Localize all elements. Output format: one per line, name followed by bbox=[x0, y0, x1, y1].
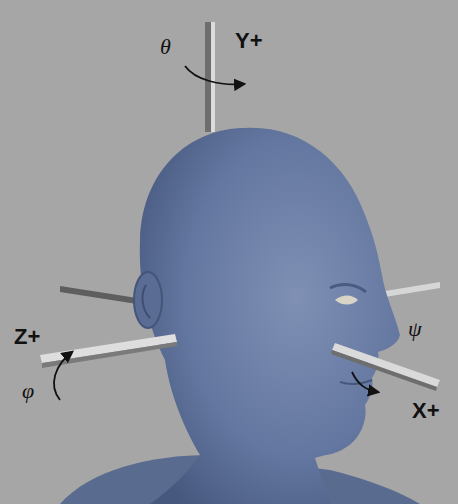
axis-label: Z+ bbox=[14, 326, 40, 348]
rotation-symbol: φ bbox=[22, 380, 34, 402]
rotation-symbol: ψ bbox=[408, 318, 422, 340]
rotation-symbol: θ bbox=[160, 36, 171, 58]
axis-label: Y+ bbox=[235, 30, 263, 52]
axis-label: X+ bbox=[412, 400, 440, 422]
